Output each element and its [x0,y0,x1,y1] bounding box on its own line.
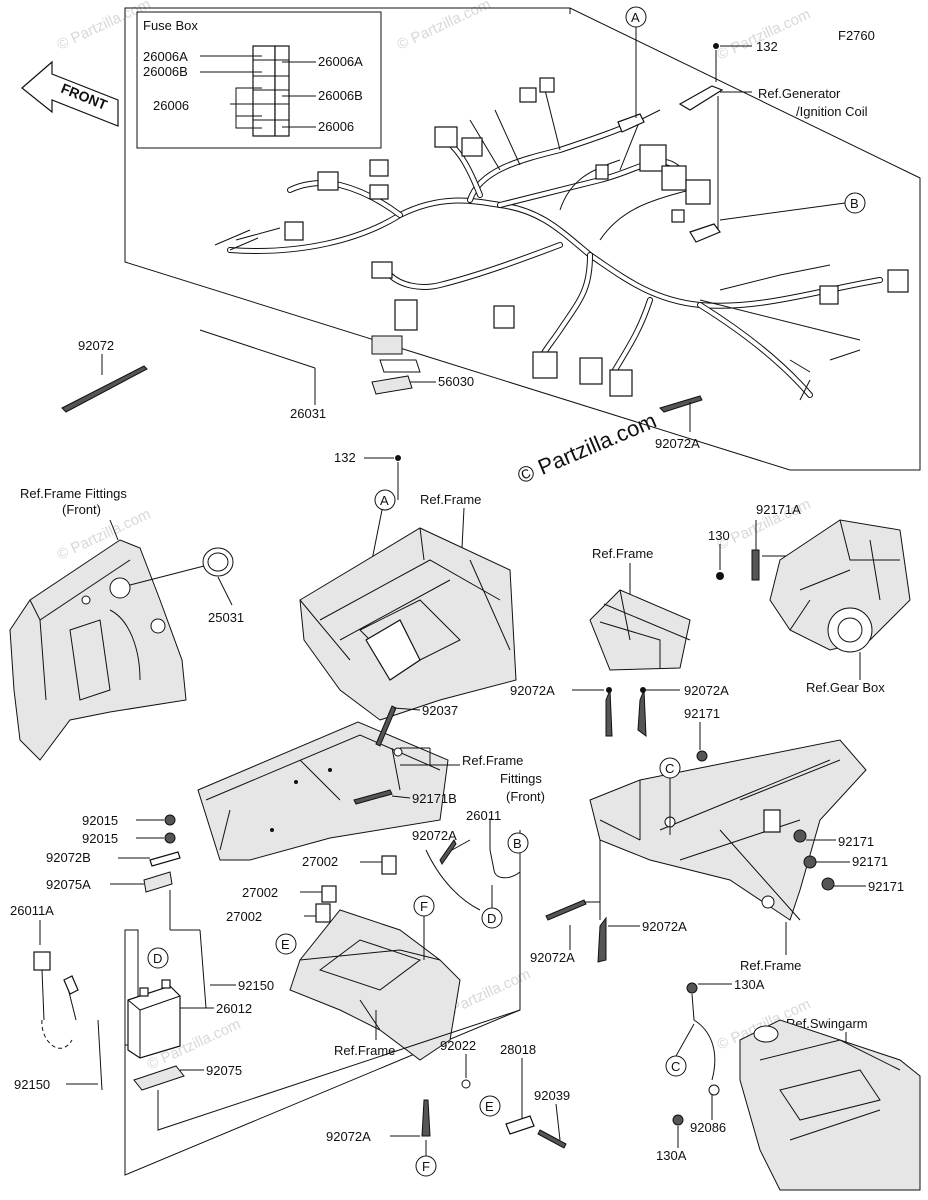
label-92072A-m: 92072A [412,828,457,843]
label-25031: 25031 [208,610,244,625]
label-92072A-c1: 92072A [530,950,575,965]
gear-box: 130 92171A Ref.Gear Box [708,502,911,695]
label-26031: 26031 [290,406,326,421]
label-132-mid: 132 [334,450,356,465]
fuse-box-inset: Fuse Box 26006A 26006B 26006 26006A 2600… [136,11,382,149]
front-arrow-icon: FRONT [21,60,119,127]
right-frame-upper: Ref.Frame 92072A 92072A [510,546,729,738]
label-92039: 92039 [534,1088,570,1103]
harness-callouts: A B 132 Ref.Generator /Ignition Coil [625,6,868,230]
label-ref-frame-fittings-mid-2: Fittings [500,771,542,786]
fuse-box-title: Fuse Box [143,18,198,33]
callout-E-bottom: E [485,1099,494,1114]
label-130A-1: 130A [734,977,765,992]
callout-A-top: A [631,10,640,25]
label-92072A-c2: 92072A [642,919,687,934]
callout-E-tray: E [281,937,290,952]
label-ref-frame-right: Ref.Frame [592,546,653,561]
label-26012: 26012 [216,1001,252,1016]
label-26011A: 26011A [10,903,54,918]
label-ref-frame-lower-right: Ref.Frame [740,958,801,973]
label-92171-2: 92171 [838,834,874,849]
battery-area: 92015 92015 92072B 92075A 26011A 92150 D… [10,813,521,1176]
label-132-top: 132 [756,39,778,54]
label-92072A-r2: 92072A [684,683,729,698]
label-92037: 92037 [422,703,458,718]
label-92075: 92075 [206,1063,242,1078]
callout-C-right: C [665,761,674,776]
callout-B-top: B [850,196,859,211]
label-ref-frame-fittings-mid-3: (Front) [506,789,545,804]
label-92075A: 92075A [46,877,91,892]
label-56030: 56030 [438,374,474,389]
label-92150-2: 92150 [14,1077,50,1092]
label-92171-3: 92171 [852,854,888,869]
fuse-label-26006B-left: 26006B [143,64,188,79]
label-92072A-b: 92072A [326,1129,371,1144]
label-ref-frame-fittings-front: (Front) [62,502,101,517]
label-92072A-top: 92072A [655,436,700,451]
swingarm-area: 130A C 92086 130A Ref.Swingarm [656,977,921,1191]
right-chassis: 92171 C 92171 92171 92171 92072A 92072A … [530,706,904,973]
label-27002-2: 27002 [242,885,278,900]
label-ref-gear-box: Ref.Gear Box [806,680,885,695]
figure-code: F2760 [838,28,875,43]
fuse-label-26006-left: 26006 [153,98,189,113]
label-92015-2: 92015 [82,831,118,846]
callout-D-mid: D [487,911,496,926]
bottom-small-parts: 92022 E 28018 92039 92072A F [326,1038,570,1177]
label-92086: 92086 [690,1120,726,1135]
center-lower-tray: 27002 27002 27002 E F Ref.Frame 92072A 2… [226,808,529,1061]
fuse-label-26006A-left: 26006A [143,49,188,64]
label-92022: 92022 [440,1038,476,1053]
label-26011: 26011 [466,808,501,823]
label-ref-generator: Ref.Generator [758,86,841,101]
label-27002-1: 27002 [302,854,338,869]
label-ref-swingarm: Ref.Swingarm [786,1016,868,1031]
label-92072B: 92072B [46,850,91,865]
label-92171B: 92171B [412,791,457,806]
front-fitting-panel: Ref.Frame Fittings (Front) 25031 [9,486,244,761]
label-92150-1: 92150 [238,978,274,993]
fuse-label-26006A-right: 26006A [318,54,363,69]
label-28018: 28018 [500,1042,536,1057]
label-130A-2: 130A [656,1148,687,1163]
assembly-frame-lines [157,1009,521,1131]
wiring-harness [214,77,909,401]
label-ref-frame-center: Ref.Frame [420,492,481,507]
harness-frame [124,7,921,471]
label-ref-frame-bottom: Ref.Frame [334,1043,395,1058]
label-130: 130 [708,528,730,543]
connector [434,126,458,148]
harness-part-labels: 92072 26031 56030 92072A [61,329,703,451]
callout-F-tray: F [420,899,428,914]
callout-C-swingarm: C [671,1059,680,1074]
fuse-label-26006-right: 26006 [318,119,354,134]
undertray-plate: 92037 Ref.Frame Fittings (Front) 92171B [197,703,545,861]
label-ref-frame-fittings: Ref.Frame Fittings [20,486,127,501]
watermark-center: © Partzilla.com [514,408,660,489]
callout-F-bottom: F [422,1159,430,1174]
callout-D-battery: D [153,951,162,966]
center-frame-top: 132 A Ref.Frame © Partzilla.com [299,408,660,721]
label-ref-ignition-coil: /Ignition Coil [796,104,868,119]
label-27002-3: 27002 [226,909,262,924]
label-92072A-r1: 92072A [510,683,555,698]
label-92171-1: 92171 [684,706,720,721]
callout-A-mid: A [380,493,389,508]
callout-B-mid: B [513,836,522,851]
label-92072: 92072 [78,338,114,353]
fuse-label-26006B-right: 26006B [318,88,363,103]
label-92015-1: 92015 [82,813,118,828]
watermark-text: © Partzilla.com [715,6,814,64]
label-ref-frame-fittings-mid: Ref.Frame [462,753,523,768]
label-92171-4: 92171 [868,879,904,894]
label-92171A: 92171A [756,502,801,517]
